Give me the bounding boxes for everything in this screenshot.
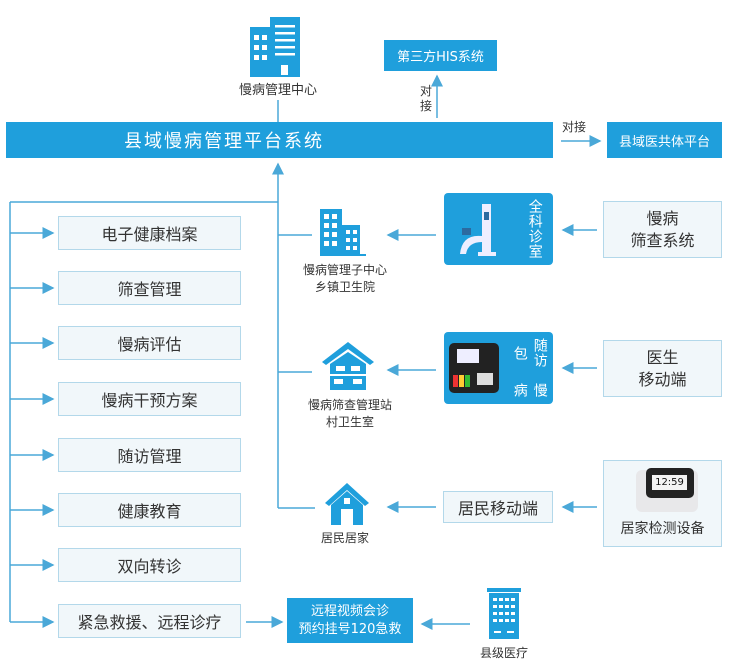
- his-system-box[interactable]: 第三方HIS系统: [384, 40, 497, 71]
- building-icon: [250, 17, 300, 77]
- county-hospital-icon: [487, 588, 521, 639]
- station-label: 慢病筛查管理站: [307, 398, 392, 412]
- left-item-health-record[interactable]: 电子健康档案: [58, 216, 241, 250]
- medical-kit-icon: [449, 343, 500, 393]
- general-clinic-label: 全科诊室: [526, 199, 543, 259]
- link-right-label: 对接: [562, 120, 587, 134]
- township-hospital-label: 乡镇卫生院: [314, 280, 375, 294]
- village-clinic-label: 村卫生室: [325, 415, 374, 429]
- home-icon: [325, 483, 369, 525]
- health-kiosk-icon: [460, 204, 497, 256]
- left-item-referral[interactable]: 双向转诊: [58, 548, 241, 582]
- home-device-box[interactable]: 12:59 居家检测设备: [603, 460, 722, 547]
- station-house-icon: [322, 342, 374, 390]
- county-medical-label: 县级医疗: [479, 646, 528, 660]
- screening-system-line1: 慢病: [646, 208, 679, 228]
- followup-kit-box[interactable]: 慢病 随访包: [444, 332, 553, 404]
- left-item-education[interactable]: 健康教育: [58, 493, 241, 527]
- blood-pressure-monitor-icon: 12:59: [635, 467, 698, 512]
- center-label: 慢病管理中心: [238, 83, 317, 98]
- doctor-mobile-line1: 医生: [646, 347, 679, 367]
- sub-center-building-icon: [320, 209, 366, 256]
- medical-alliance-box[interactable]: 县域医共体平台: [607, 122, 722, 158]
- left-item-screening[interactable]: 筛查管理: [58, 271, 241, 305]
- remote-line1: 远程视频会诊: [310, 603, 389, 619]
- left-item-followup[interactable]: 随访管理: [58, 438, 241, 472]
- sub-center-label: 慢病管理子中心: [302, 263, 387, 277]
- general-clinic-box[interactable]: 全科诊室: [444, 193, 553, 265]
- screening-system-line2: 筛查系统: [630, 230, 695, 250]
- kit-label-line2: 随访包: [511, 338, 548, 368]
- left-item-intervention[interactable]: 慢病干预方案: [58, 382, 241, 416]
- remote-line2: 预约挂号120急救: [298, 621, 402, 637]
- left-item-assessment[interactable]: 慢病评估: [58, 326, 241, 360]
- device-display: 12:59: [652, 475, 687, 490]
- kit-label-line1: 慢病: [511, 382, 548, 398]
- link-up-label: 对接: [420, 84, 433, 113]
- home-device-label: 居家检测设备: [620, 520, 705, 537]
- left-item-emergency[interactable]: 紧急救援、远程诊疗: [58, 604, 241, 638]
- platform-bar[interactable]: 县域慢病管理平台系统: [6, 122, 553, 158]
- resident-mobile-box[interactable]: 居民移动端: [443, 491, 553, 523]
- remote-consult-box[interactable]: 远程视频会诊 预约挂号120急救: [287, 598, 413, 643]
- home-label: 居民居家: [320, 531, 369, 545]
- doctor-mobile-line2: 移动端: [638, 369, 687, 389]
